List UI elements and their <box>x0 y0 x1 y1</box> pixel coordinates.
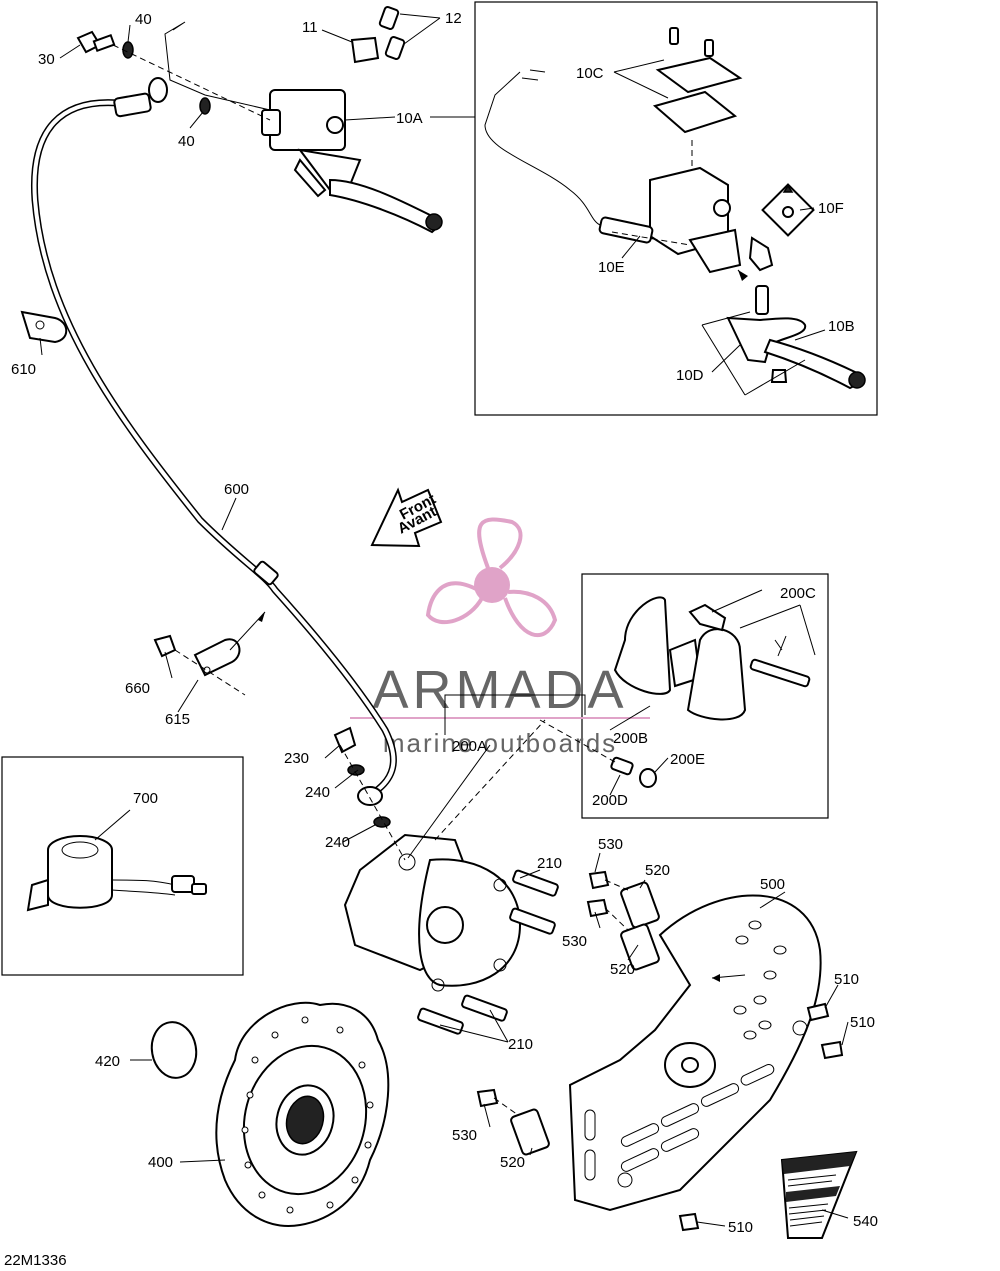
callout-520-top: 520 <box>645 862 670 879</box>
sensor-inset <box>26 835 207 912</box>
master-cylinder <box>164 6 443 234</box>
callout-10e: 10E <box>598 259 625 276</box>
callout-40-bottom: 40 <box>178 133 195 150</box>
master-cylinder-detail-frame <box>474 1 878 416</box>
callout-500: 500 <box>760 876 785 893</box>
callout-200a: 200A <box>452 738 487 755</box>
callout-210-bottom: 210 <box>508 1036 533 1053</box>
inspection-symbol-icon <box>761 183 815 237</box>
brake-disc <box>150 1001 390 1227</box>
hose-clamp <box>153 611 266 696</box>
callout-615: 615 <box>165 711 190 728</box>
warning-decal <box>780 1150 858 1239</box>
callout-600: 600 <box>224 481 249 498</box>
callout-210-top: 210 <box>537 855 562 872</box>
callout-520-mid: 520 <box>610 961 635 978</box>
callout-10c: 10C <box>576 65 604 82</box>
callout-520-bottom: 520 <box>500 1154 525 1171</box>
callout-510-bottom: 510 <box>728 1219 753 1236</box>
callout-10f: 10F <box>818 200 844 217</box>
callout-200c: 200C <box>780 585 816 602</box>
callout-420: 420 <box>95 1053 120 1070</box>
brake-pad-detail-frame <box>581 573 829 819</box>
callout-10a: 10A <box>396 110 423 127</box>
callout-530-mid: 530 <box>562 933 587 950</box>
hose-clip <box>20 310 68 344</box>
brake-guard <box>568 894 844 1232</box>
callout-510-top: 510 <box>834 971 859 988</box>
callout-30: 30 <box>38 51 55 68</box>
brake-pad-inset <box>539 589 811 788</box>
callout-11: 11 <box>302 19 318 36</box>
master-cylinder-inset <box>484 27 866 396</box>
callout-510-mid: 510 <box>850 1014 875 1031</box>
callout-240-top: 240 <box>305 784 330 801</box>
callout-230: 230 <box>284 750 309 767</box>
callout-240-bottom: 240 <box>325 834 350 851</box>
callout-540: 540 <box>853 1213 878 1230</box>
direction-arrow-icon: Front Avant <box>370 487 443 548</box>
propeller-logo-icon <box>425 517 558 638</box>
spacers <box>476 870 660 1156</box>
callout-200b: 200B <box>613 730 648 747</box>
brake-caliper <box>333 694 586 992</box>
callout-labels: 30 40 40 11 12 10A 10C 10F 10E 10B 10D 6… <box>11 10 878 1236</box>
callout-610: 610 <box>11 361 36 378</box>
callout-660: 660 <box>125 680 150 697</box>
callout-530-bottom: 530 <box>452 1127 477 1144</box>
callout-700: 700 <box>133 790 158 807</box>
callout-400: 400 <box>148 1154 173 1171</box>
callout-200d: 200D <box>592 792 628 809</box>
diagram-code: 22M1336 <box>4 1252 67 1269</box>
sensor-detail-frame <box>1 756 244 976</box>
callout-10d: 10D <box>676 367 704 384</box>
watermark: ARMADA marine outboards <box>350 517 650 758</box>
callout-530-top: 530 <box>598 836 623 853</box>
callout-10b: 10B <box>828 318 855 335</box>
leader-lines <box>39 13 849 1227</box>
caliper-bolts <box>417 869 559 1035</box>
watermark-brand: ARMADA <box>372 660 627 720</box>
watermark-tagline: marine outboards <box>383 728 617 758</box>
callout-200e: 200E <box>670 751 705 768</box>
banjo-bolt <box>76 30 271 121</box>
callout-12: 12 <box>445 10 462 27</box>
callout-40-top: 40 <box>135 11 152 28</box>
brake-hose <box>30 92 397 799</box>
